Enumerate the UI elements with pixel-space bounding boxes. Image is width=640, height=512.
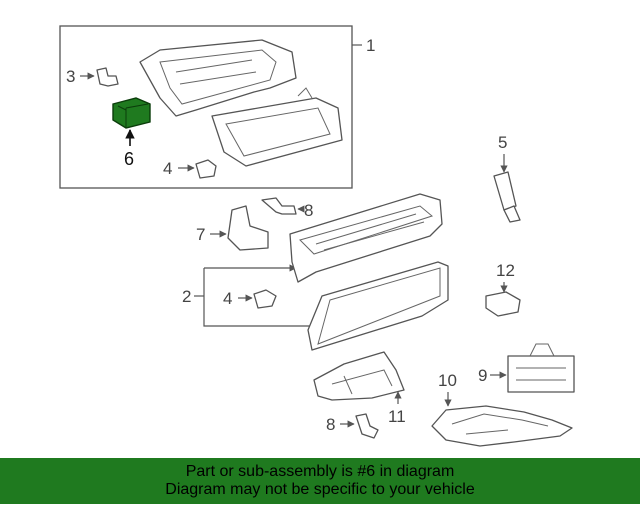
callout-1: 1 [366, 36, 375, 55]
screw-part-3 [96, 67, 119, 87]
callout-2: 2 [182, 287, 191, 306]
callout-4-lower: 4 [223, 289, 232, 308]
callout-4-upper: 4 [163, 159, 172, 178]
parts-diagram: 1 3 6 4 5 8 7 [59, 25, 575, 447]
callout-3: 3 [66, 67, 75, 86]
highlighted-part-6 [112, 97, 151, 129]
clip-part-4-upper [195, 159, 217, 179]
callout-8-upper: 8 [304, 201, 313, 220]
callout-10: 10 [438, 371, 457, 390]
duct-part-10 [431, 405, 573, 447]
glove-door-upper [211, 87, 343, 167]
screw-part-8-lower [355, 413, 379, 439]
banner-line-part: Part or sub-assembly is #6 in diagram [185, 463, 455, 480]
screw-part-8-upper [261, 197, 297, 215]
glove-box-frame-lower [289, 193, 443, 283]
callout-8-lower: 8 [326, 415, 335, 434]
callout-9: 9 [478, 366, 487, 385]
callout-7: 7 [196, 225, 205, 244]
subassembly-frame [59, 25, 353, 189]
info-banner: Part or sub-assembly is #6 in diagram Di… [0, 458, 640, 504]
clip-part-4-lower [253, 289, 277, 309]
callout-5: 5 [498, 133, 507, 152]
panel-part-9 [507, 343, 575, 393]
callout-6: 6 [124, 149, 134, 169]
glove-door-lower [307, 261, 449, 351]
damper-part-5 [493, 171, 521, 223]
callout-12: 12 [496, 261, 515, 280]
glove-box-frame-upper [139, 39, 297, 117]
banner-line-disclaimer: Diagram may not be specific to your vehi… [165, 481, 475, 498]
reinforcement-part-11 [313, 351, 405, 401]
bracket-part-7 [227, 205, 269, 251]
catch-part-12 [485, 291, 521, 317]
callout-11: 11 [388, 407, 406, 426]
